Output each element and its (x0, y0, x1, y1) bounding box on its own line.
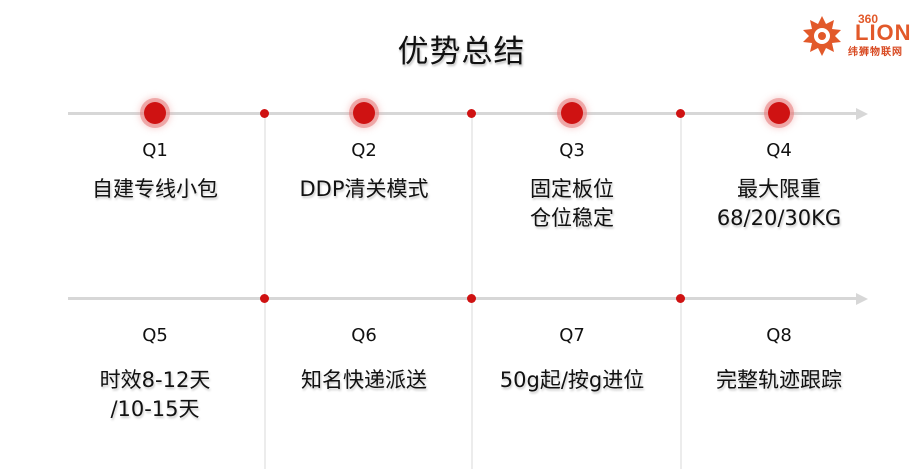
logo-subtitle: 纬狮物联网 (848, 47, 903, 58)
junction-dot (676, 294, 685, 303)
advantage-text: 知名快递派送 (301, 368, 427, 392)
column-divider (264, 113, 266, 469)
advantage-text: 时效8-12天 /10-15天 (99, 368, 211, 421)
milestone-dot (353, 102, 375, 124)
q-label: Q3 (559, 140, 585, 161)
q-label: Q2 (351, 140, 377, 161)
advantage-text: 最大限重 68/20/30KG (716, 177, 842, 230)
q-label: Q8 (766, 325, 792, 346)
timeline-line-row2 (68, 297, 858, 300)
junction-dot (676, 109, 685, 118)
junction-dot (260, 294, 269, 303)
timeline-line-row1 (68, 112, 858, 115)
milestone-dot (144, 102, 166, 124)
milestone-dot (768, 102, 790, 124)
q-label: Q7 (559, 325, 585, 346)
page-title: 优势总结 (397, 34, 526, 70)
column-divider (471, 113, 473, 469)
q-label: Q6 (351, 325, 377, 346)
advantage-text: 完整轨迹跟踪 (716, 368, 842, 392)
q-label: Q5 (142, 325, 168, 346)
arrow-right-icon (856, 292, 868, 305)
milestone-dot (561, 102, 583, 124)
junction-dot (467, 294, 476, 303)
column-divider (680, 113, 682, 469)
q-label: Q1 (142, 140, 168, 161)
advantage-text: 自建专线小包 (92, 177, 218, 201)
lion-logo-icon (803, 16, 841, 56)
advantage-text: 50g起/按g进位 (499, 368, 645, 392)
advantage-text: DDP清关模式 (299, 177, 429, 201)
logo-number: 360 (858, 12, 879, 26)
junction-dot (260, 109, 269, 118)
logo-word: LION (855, 20, 912, 45)
junction-dot (467, 109, 476, 118)
advantage-text: 固定板位 仓位稳定 (530, 177, 614, 230)
arrow-right-icon (856, 107, 868, 120)
q-label: Q4 (766, 140, 792, 161)
